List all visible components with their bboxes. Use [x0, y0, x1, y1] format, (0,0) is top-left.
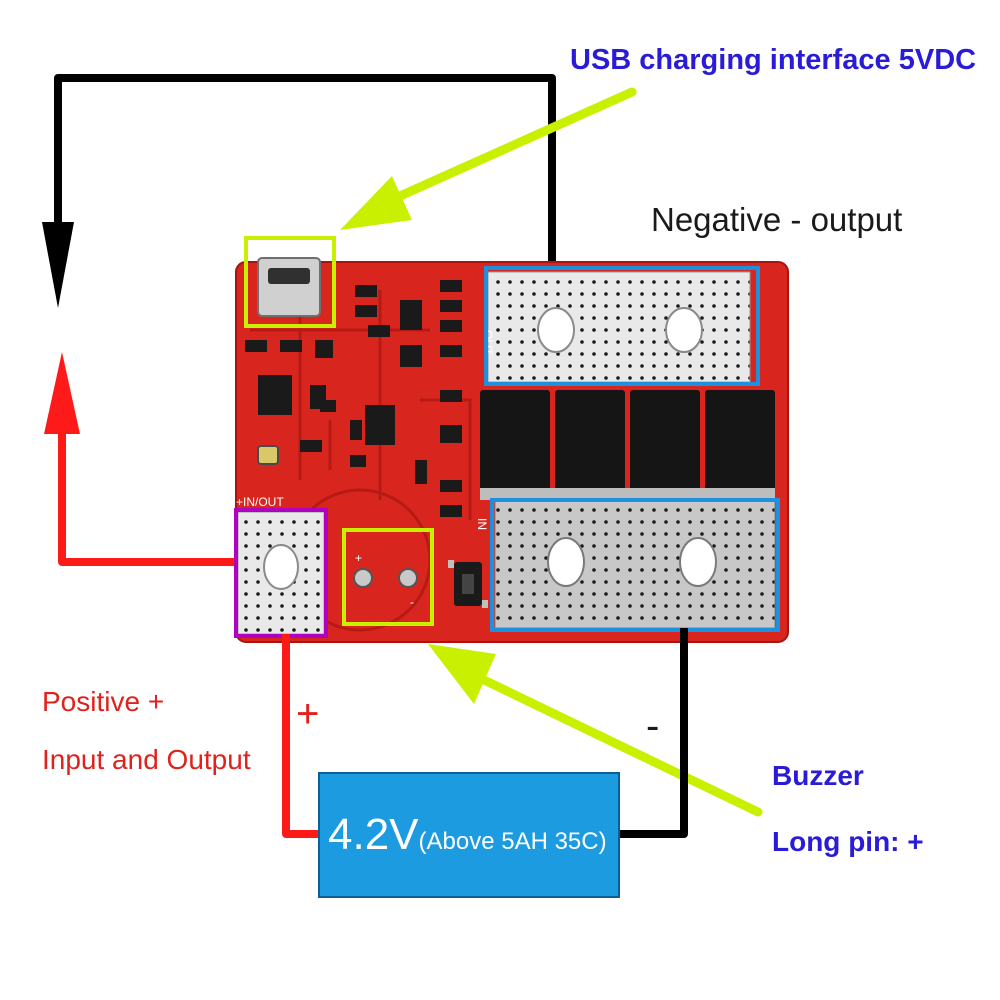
buzzer-pad-positive [353, 568, 373, 588]
in-silkscreen: IN [475, 518, 489, 530]
down-arrow-icon [42, 222, 74, 308]
battery-voltage: 4.2V [328, 810, 419, 859]
usb-label: USB charging interface 5VDC [570, 44, 977, 76]
long-pin-label: Long pin: + [772, 826, 924, 857]
positive-terminal-highlight-box [234, 508, 328, 638]
buzzer-highlight-box [342, 528, 434, 626]
positive-label: Positive + [42, 686, 165, 717]
usb-callout-line [395, 87, 637, 201]
negative-output-wire [54, 74, 556, 272]
buzzer-pad-negative [398, 568, 418, 588]
usb-callout-arrowhead-icon [340, 176, 412, 230]
battery-block: 4.2V(Above 5AH 35C) [318, 772, 620, 898]
input-bar [494, 499, 776, 629]
minus-sign-label: - [646, 704, 660, 748]
usb-connector [257, 257, 321, 317]
smd-components [245, 280, 462, 517]
plus-sign-label: + [296, 692, 320, 736]
battery-detail: (Above 5AH 35C) [418, 828, 607, 855]
buzzer-callout-arrowhead-icon [428, 644, 496, 704]
positive-battery-wire [282, 634, 320, 838]
in-out-silkscreen: +IN/OUT [236, 495, 284, 509]
input-output-label: Input and Output [42, 744, 251, 775]
negative-battery-wire [618, 628, 688, 838]
positive-wire-upper [58, 432, 238, 566]
buzzer-label: Buzzer [772, 760, 864, 791]
negative-output-highlight-box [484, 266, 760, 386]
mosfet-array [480, 390, 775, 500]
svg-text:+: + [355, 551, 362, 565]
input-bar-highlight-box [490, 498, 780, 632]
battery-text: 4.2V(Above 5AH 35C) [328, 810, 607, 860]
negative-output-bar [487, 271, 751, 383]
buzzer-callout-line [479, 675, 763, 817]
up-arrow-icon [44, 352, 80, 434]
usb-highlight-box [244, 236, 336, 328]
negative-output-label: Negative - output [651, 201, 903, 238]
svg-text:-: - [410, 595, 414, 609]
